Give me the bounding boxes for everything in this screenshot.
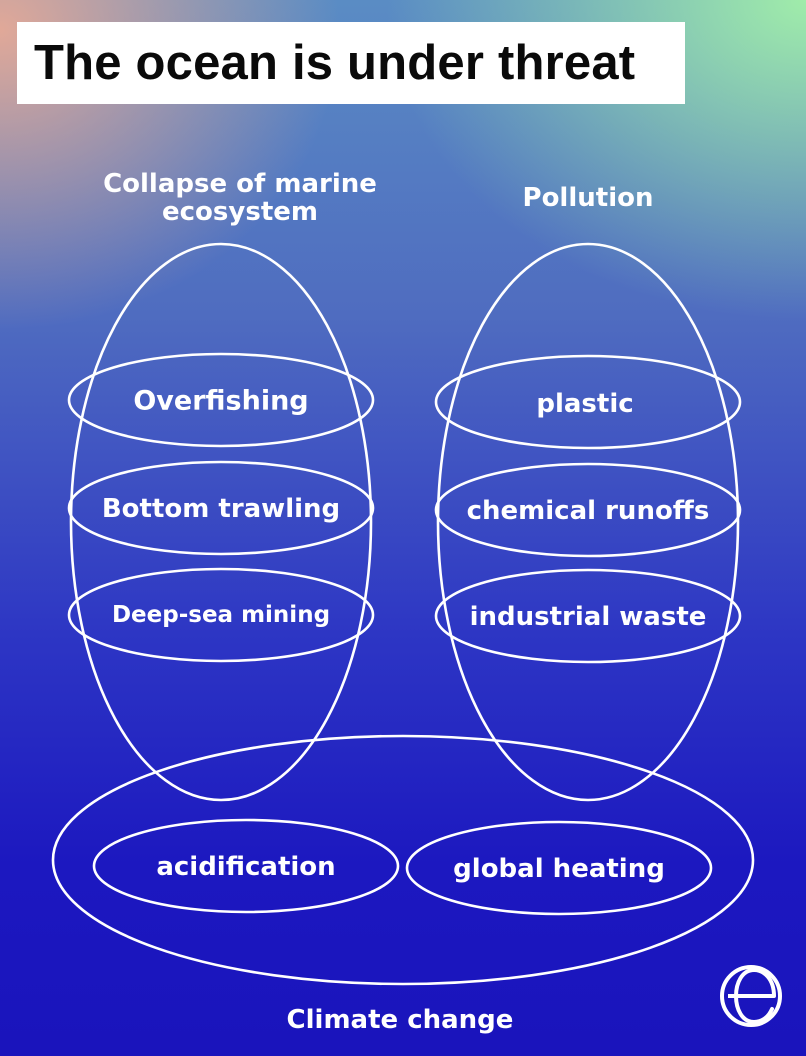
marine-heading-line2: ecosystem — [162, 197, 318, 228]
acidification-label: acidification — [156, 852, 335, 882]
industrial-waste-label: industrial waste — [470, 602, 707, 632]
overfishing-label: Overfishing — [133, 386, 308, 417]
title-banner: The ocean is under threat — [17, 22, 685, 104]
page-title: The ocean is under threat — [34, 36, 636, 90]
marine-ecosystem-ellipse — [69, 242, 373, 802]
marine-heading-line1: Collapse of marine — [103, 169, 377, 199]
deep-sea-mining-label: Deep-sea mining — [112, 602, 330, 628]
pollution-ellipse — [436, 242, 740, 802]
plastic-ellipse — [434, 354, 742, 450]
industrial-waste-ellipse — [434, 568, 742, 664]
global-heating-label: global heating — [453, 854, 665, 884]
climate-heading: Climate change — [286, 1005, 514, 1035]
pollution-heading: Pollution — [522, 183, 654, 213]
marine-heading: Collapse of marine ecosystem — [70, 170, 410, 226]
circled-e-logo-icon — [720, 965, 782, 1027]
overfishing-ellipse — [67, 352, 375, 448]
chemical-runoffs-ellipse — [434, 462, 742, 558]
plastic-label: plastic — [536, 389, 633, 419]
bottom-trawling-label: Bottom trawling — [102, 494, 340, 524]
chemical-runoffs-label: chemical runoffs — [467, 496, 710, 526]
deep-sea-mining-ellipse — [67, 567, 375, 663]
climate-change-ellipse — [51, 734, 755, 986]
global-heating-ellipse — [405, 820, 713, 916]
bottom-trawling-ellipse — [67, 460, 375, 556]
acidification-ellipse — [92, 818, 400, 914]
